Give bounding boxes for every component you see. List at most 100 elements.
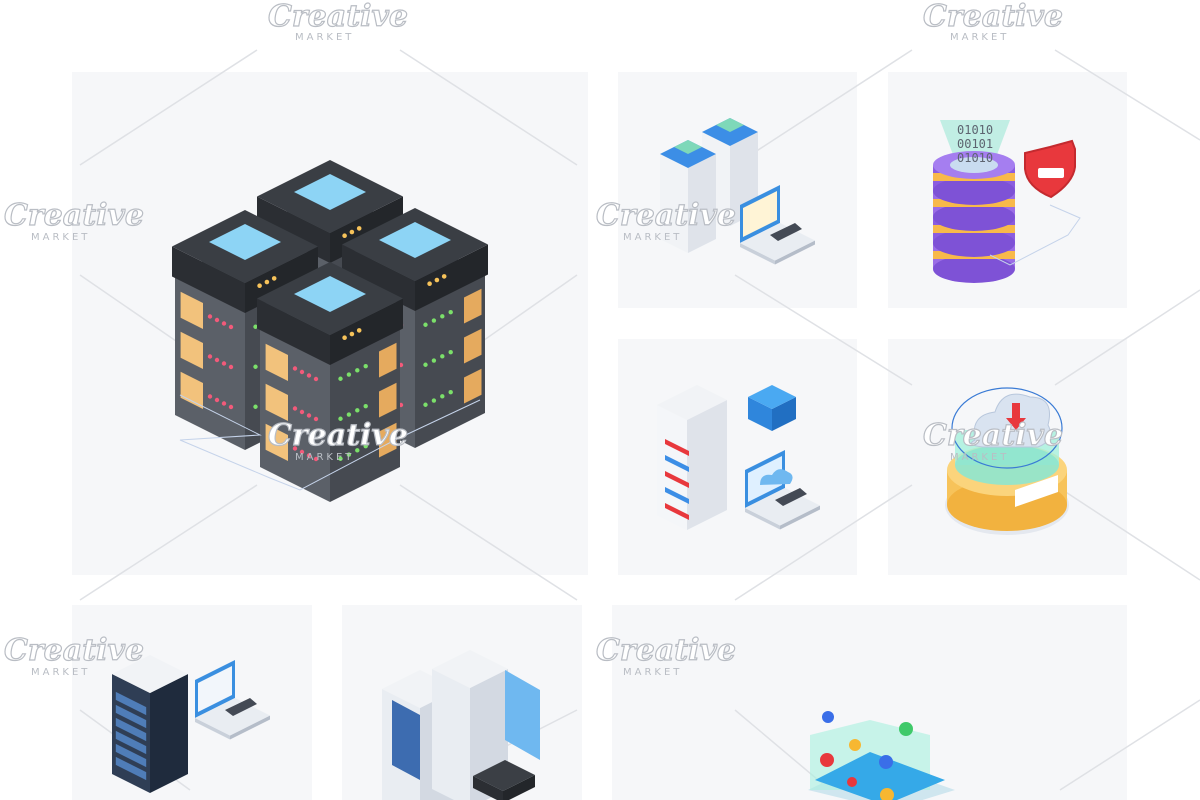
blue-cube (748, 385, 796, 431)
status-led (355, 408, 360, 413)
status-led (207, 354, 213, 359)
status-led (221, 361, 227, 366)
status-led (214, 397, 220, 403)
rack-laptop-icon (112, 655, 270, 793)
status-led (253, 404, 258, 409)
rack-unit (115, 717, 147, 742)
status-led (356, 328, 362, 333)
box-top-face (112, 655, 188, 693)
status-led (299, 369, 305, 375)
status-led (342, 233, 347, 238)
status-led (448, 309, 453, 315)
drawer (464, 328, 482, 364)
status-led (440, 314, 445, 319)
status-led (228, 364, 234, 370)
box-left-face (745, 508, 780, 530)
status-led (253, 364, 258, 369)
keyboard (225, 698, 257, 716)
network-switch (473, 760, 535, 800)
status-led (431, 358, 437, 363)
rack-screen (294, 276, 366, 312)
drive-bay (665, 487, 689, 504)
status-led (207, 314, 213, 319)
server-rack (257, 262, 403, 502)
binary-line-2: 00101 (957, 137, 993, 151)
status-led (448, 389, 453, 395)
status-led (292, 406, 298, 411)
drive-bay (665, 439, 689, 456)
box-left-face (660, 154, 688, 253)
status-led (299, 409, 305, 415)
drawer (180, 291, 203, 329)
db-layer-bottom (933, 229, 1015, 257)
status-led (207, 394, 213, 399)
box-top-face (740, 223, 815, 261)
status-led (356, 226, 362, 231)
drawer (180, 331, 203, 369)
status-led (349, 229, 355, 235)
status-led (431, 398, 437, 403)
status-led (257, 283, 262, 289)
box-left-face (195, 718, 230, 740)
box-right-face (150, 674, 188, 793)
status-led (342, 335, 347, 341)
cloud-icon (760, 469, 793, 485)
cabinet-window (392, 700, 420, 780)
rack-unit (115, 704, 147, 729)
box-top-face (748, 385, 796, 409)
box-top-face (657, 385, 727, 420)
status-led (448, 349, 453, 355)
server-laptop-network-icon (660, 118, 815, 265)
drive-bay (665, 471, 689, 488)
status-led (338, 456, 343, 461)
status-led (299, 449, 305, 455)
binary-line-3: 01010 (957, 151, 993, 165)
status-led (355, 368, 360, 373)
box-right-face (330, 298, 403, 365)
status-led (363, 403, 368, 409)
db-top-window (950, 157, 998, 173)
status-led (346, 372, 352, 377)
watermark-sub: MARKET (950, 32, 1009, 43)
data-beam (940, 120, 1010, 160)
status-led (253, 324, 258, 329)
laptop-icon (740, 185, 815, 265)
status-led (292, 446, 298, 451)
watermark-sub: MARKET (295, 452, 354, 463)
box-right-face (415, 244, 488, 311)
watermark-brand: Creative (268, 0, 408, 34)
box-left-face (432, 669, 470, 800)
status-led (214, 317, 220, 323)
drawer (464, 368, 482, 404)
status-led (214, 357, 220, 363)
status-led (228, 324, 234, 330)
box-left-face (473, 776, 503, 800)
connector-line (989, 204, 1081, 266)
server-tower (657, 385, 727, 530)
status-led (349, 331, 355, 337)
db-layer-bottom (933, 203, 1015, 231)
status-led (313, 456, 319, 462)
laptop-base (195, 698, 270, 740)
status-led (440, 394, 445, 399)
box-right-face (688, 154, 716, 253)
status-led (338, 416, 343, 421)
laptop-base (740, 223, 815, 265)
keyboard (775, 488, 807, 506)
drive-bay (665, 503, 689, 520)
cabinet (432, 650, 508, 800)
watermark-brand: Creative (596, 198, 736, 233)
status-led (346, 412, 352, 417)
status-led (306, 373, 312, 378)
watermark-brand: Creative (596, 633, 736, 668)
server-cabinet-icon (382, 650, 540, 800)
keyboard (770, 223, 802, 241)
data-platform-icon (808, 711, 955, 800)
box-left-face (342, 244, 415, 311)
status-led (441, 274, 447, 279)
